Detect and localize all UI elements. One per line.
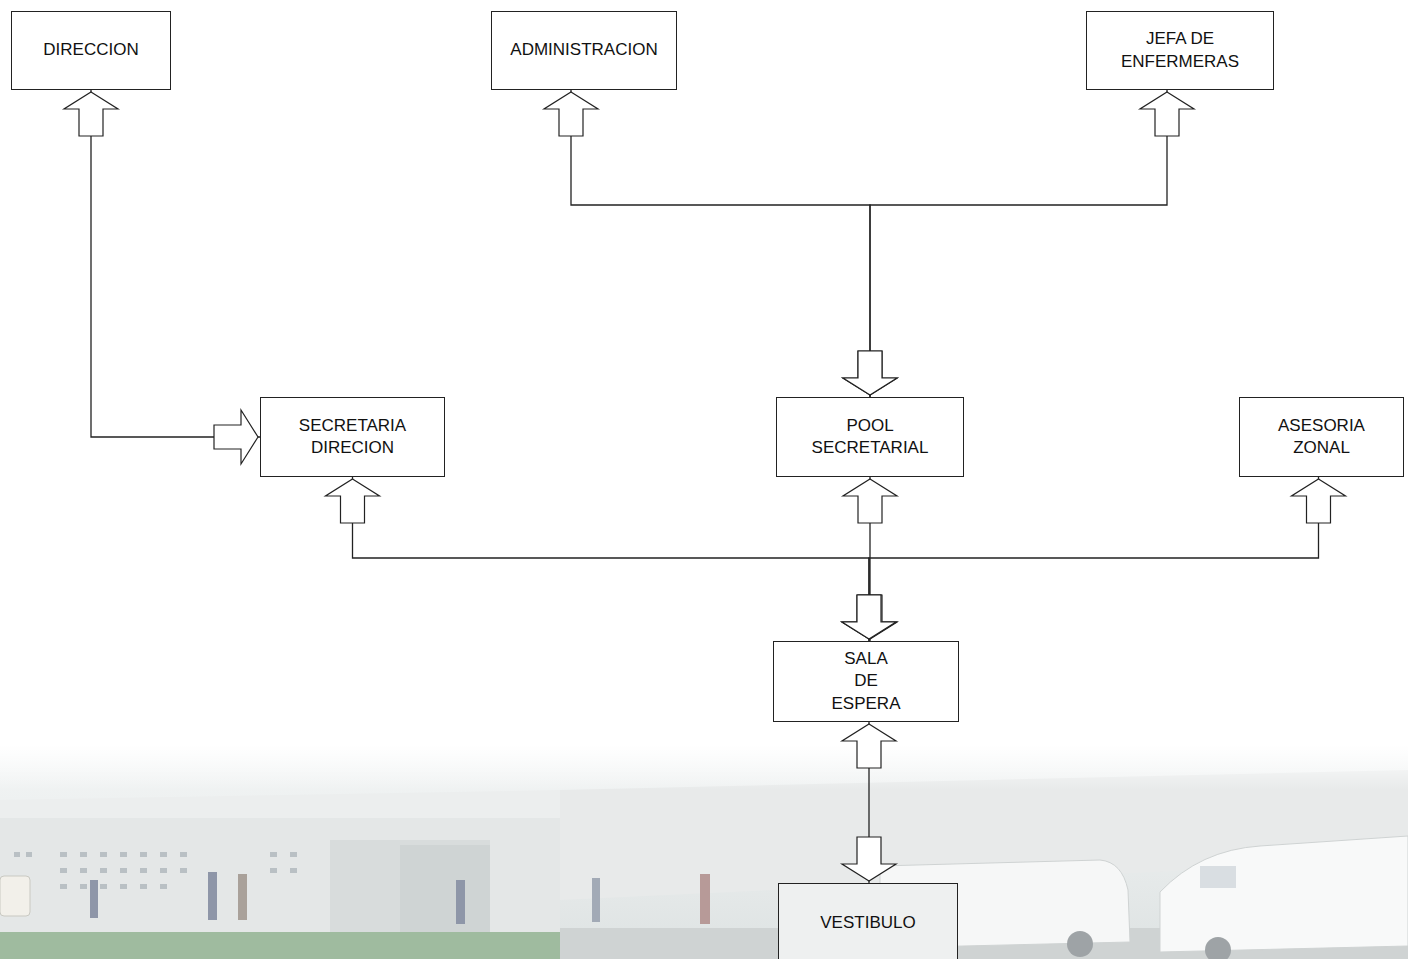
- hollow-arrowhead: [544, 92, 598, 136]
- process-box: JEFA DE ENFERMERAS: [1086, 11, 1274, 90]
- hollow-arrowhead: [842, 595, 896, 639]
- process-box: POOL SECRETARIAL: [776, 397, 964, 477]
- hollow-arrowhead: [842, 837, 896, 881]
- hollow-arrowhead: [842, 595, 896, 639]
- connector-line: [91, 90, 260, 437]
- hollow-arrowhead: [1140, 92, 1194, 136]
- box-label: ADMINISTRACION: [510, 39, 657, 61]
- connector-line: [870, 90, 1167, 397]
- connector-line: [571, 90, 870, 397]
- process-box: SECRETARIA DIRECION: [260, 397, 445, 477]
- process-box: ADMINISTRACION: [491, 11, 677, 90]
- connector: [869, 477, 1319, 641]
- connector: [353, 477, 870, 641]
- hollow-arrowhead: [64, 92, 118, 136]
- hollow-arrowhead: [843, 479, 897, 523]
- connector-heads: [64, 92, 258, 464]
- box-label: ASESORIA ZONAL: [1267, 415, 1377, 459]
- box-label: DIRECCION: [43, 39, 138, 61]
- process-box: SALA DE ESPERA: [773, 641, 959, 722]
- process-box: DIRECCION: [11, 11, 171, 90]
- hollow-arrowhead: [843, 351, 897, 395]
- process-box: VESTIBULO: [778, 883, 958, 959]
- hollow-arrowhead: [843, 595, 897, 639]
- connector-heads: [842, 724, 896, 881]
- connector-heads: [544, 92, 897, 395]
- connector: [870, 90, 1167, 397]
- connector: [571, 90, 870, 397]
- connector-heads: [843, 92, 1194, 395]
- connector-heads: [326, 479, 897, 639]
- connector-line: [353, 477, 870, 641]
- connector: [91, 90, 260, 437]
- box-label: JEFA DE ENFERMERAS: [1115, 28, 1245, 72]
- hollow-arrowhead: [843, 351, 897, 395]
- hollow-arrowhead: [214, 410, 258, 464]
- box-label: SALA DE ESPERA: [832, 648, 901, 714]
- connector-line: [869, 477, 1319, 641]
- hollow-arrowhead: [1292, 479, 1346, 523]
- hollow-arrowhead: [842, 724, 896, 768]
- box-label: VESTIBULO: [820, 912, 915, 934]
- hollow-arrowhead: [326, 479, 380, 523]
- box-label: SECRETARIA DIRECION: [288, 415, 418, 459]
- connector-heads: [842, 479, 1346, 639]
- box-label: POOL SECRETARIAL: [805, 415, 935, 459]
- process-box: ASESORIA ZONAL: [1239, 397, 1404, 477]
- connector-heads: [843, 479, 897, 639]
